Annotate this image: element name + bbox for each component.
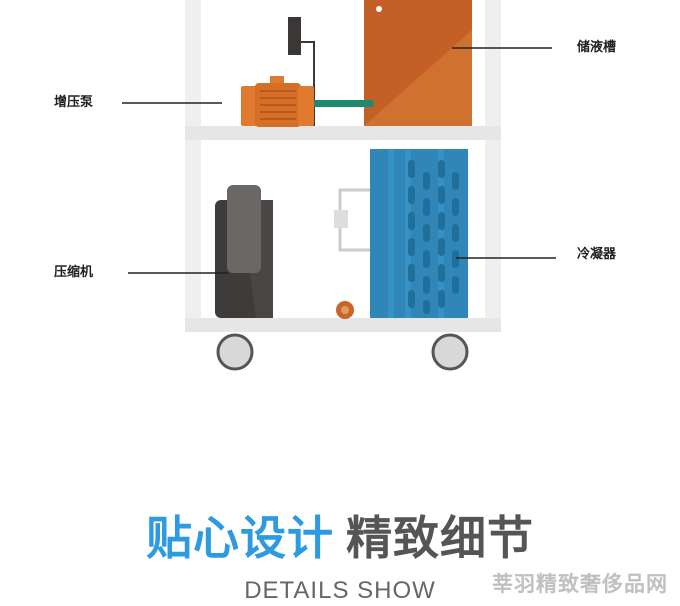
compressor-graphic <box>215 185 273 318</box>
label-condenser: 冷凝器 <box>577 247 617 262</box>
liquid-tank-graphic <box>364 0 472 126</box>
label-booster-pump: 增压泵 <box>54 95 94 110</box>
booster-pump-graphic <box>241 76 314 127</box>
pump-pipe <box>312 100 374 107</box>
label-liquid-tank: 储液槽 <box>577 40 617 55</box>
label-compressor: 压缩机 <box>54 265 94 280</box>
heading-rest: 精致细节 <box>346 511 534 565</box>
drain-valve-graphic <box>336 301 354 319</box>
section-heading: 贴心设计精致细节 <box>0 508 680 568</box>
watermark: 莘羽精致奢侈品网 <box>492 572 668 596</box>
condenser-bracket <box>334 188 374 252</box>
heading-accent: 贴心设计 <box>146 511 334 565</box>
wheel-right <box>431 333 469 371</box>
cart-frame <box>185 0 501 332</box>
wheel-left <box>216 333 254 371</box>
condenser-graphic <box>370 149 468 318</box>
